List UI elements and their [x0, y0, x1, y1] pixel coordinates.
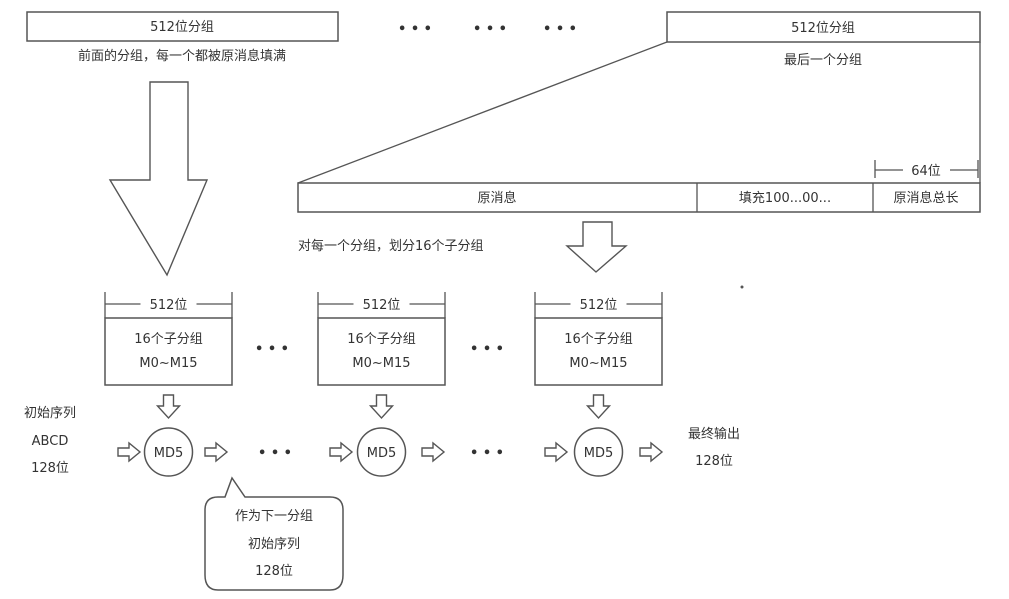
md5-circle: [573, 427, 624, 477]
down-arrow-icon: [368, 394, 395, 420]
expanded-block: 原消息 填充100...00... 原消息总长 64位: [297, 160, 981, 213]
callout-line3: 128位: [255, 564, 293, 579]
md5-label: MD5: [154, 446, 184, 461]
sub-block-line2: M0~M15: [569, 356, 627, 371]
ellipsis: • • •: [398, 22, 432, 37]
md5-label: MD5: [584, 446, 614, 461]
sub-block-box: [534, 317, 663, 386]
split-caption: 对每一个分组，划分16个子分组: [298, 238, 484, 254]
expanded-block-box: [297, 182, 981, 213]
ellipsis: • • •: [258, 446, 292, 461]
down-arrow-icon: [108, 81, 209, 277]
ellipsis: • • •: [470, 446, 504, 461]
sub-block-line2: M0~M15: [139, 356, 197, 371]
final-label: 最终输出: [688, 426, 740, 442]
sub-block-line2: M0~M15: [352, 356, 410, 371]
last-block-caption: 最后一个分组: [784, 53, 862, 68]
last-block-label: 512位分组: [791, 21, 855, 36]
sub-block-box: [104, 317, 233, 386]
right-arrow-icon: [639, 441, 664, 463]
segment-length: 原消息总长: [893, 190, 958, 206]
sub-block-box: [317, 317, 446, 386]
segment-padding: 填充100...00...: [739, 190, 831, 206]
previous-block-label: 512位分组: [150, 20, 214, 35]
sub-block: 512位 16个子分组 M0~M15: [534, 292, 663, 386]
ellipsis: • • •: [473, 22, 507, 37]
md5-circle: [356, 427, 407, 477]
right-arrow-icon: [421, 441, 446, 463]
sub-block-bits: 512位: [363, 298, 401, 313]
final-bits: 128位: [695, 454, 733, 469]
ellipsis: • • •: [255, 342, 289, 357]
callout-line1: 作为下一分组: [235, 509, 313, 524]
length-bits-label: 64位: [911, 164, 941, 179]
ellipsis: • • •: [470, 342, 504, 357]
md5-circle: [143, 427, 194, 477]
previous-block: 512位分组 前面的分组，每一个都被原消息填满: [26, 11, 339, 64]
down-arrow-icon: [155, 394, 182, 420]
last-block: 512位分组 最后一个分组: [666, 11, 981, 68]
initial-bits: 128位: [31, 461, 69, 476]
zoom-line: [297, 41, 668, 184]
sub-block-bits: 512位: [150, 298, 188, 313]
initial-label: 初始序列: [24, 406, 76, 421]
sub-block-line1: 16个子分组: [134, 332, 203, 347]
sub-block-line1: 16个子分组: [564, 332, 633, 347]
down-arrow-icon: [585, 394, 612, 420]
md5-label: MD5: [367, 446, 397, 461]
dot: [740, 285, 744, 289]
initial-abcd: ABCD: [32, 434, 69, 449]
down-arrow-icon: [565, 221, 628, 273]
right-arrow-icon: [204, 441, 229, 463]
sub-block: 512位 16个子分组 M0~M15: [317, 292, 446, 386]
segment-message: 原消息: [477, 190, 516, 206]
callout: 作为下一分组 初始序列 128位: [204, 476, 344, 591]
callout-line2: 初始序列: [248, 537, 300, 552]
previous-block-caption: 前面的分组，每一个都被原消息填满: [78, 48, 286, 64]
right-arrow-icon: [544, 441, 569, 463]
previous-block-box: [26, 11, 339, 42]
right-arrow-icon: [117, 441, 142, 463]
sub-block: 512位 16个子分组 M0~M15: [104, 292, 233, 386]
sub-block-bits: 512位: [580, 298, 618, 313]
callout-bubble: [204, 476, 344, 591]
right-arrow-icon: [329, 441, 354, 463]
sub-block-line1: 16个子分组: [347, 332, 416, 347]
ellipsis: • • •: [543, 22, 577, 37]
last-block-box: [666, 11, 981, 43]
